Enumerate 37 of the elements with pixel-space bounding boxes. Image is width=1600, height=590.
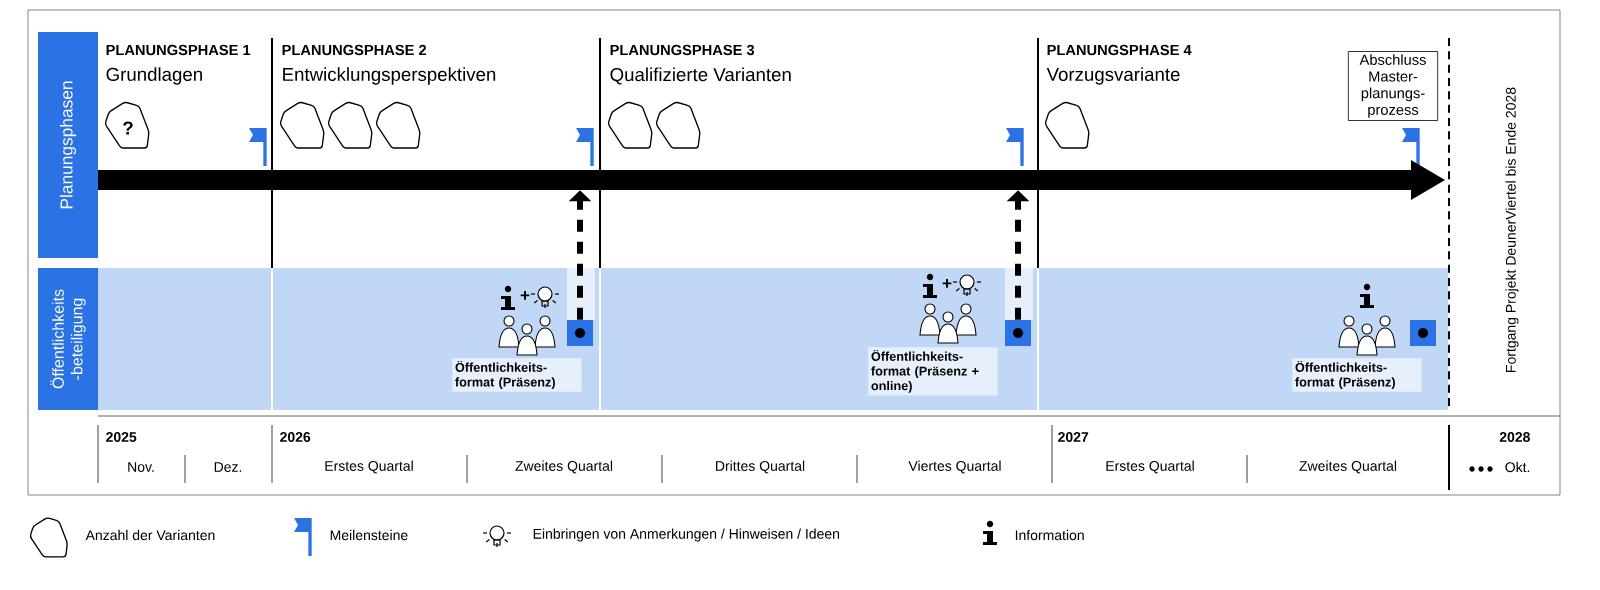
period-label: Zweites Quartal	[515, 460, 613, 474]
year-label: 2026	[280, 432, 311, 442]
event-marker	[1410, 320, 1436, 346]
plus-sign: +	[520, 290, 530, 300]
period-label: Dez.	[214, 462, 242, 472]
period-label: Zweites Quartal	[1299, 460, 1397, 474]
plus-sign: +	[942, 278, 952, 288]
year-label: 2028	[1499, 432, 1530, 442]
year-label: 2025	[106, 432, 137, 442]
lane-label: Planungsphasen	[38, 32, 98, 258]
phase-number: PLANUNGSPHASE 4	[1047, 44, 1192, 56]
note-box: Abschluss Master- planungs- prozess	[1347, 51, 1439, 121]
event-label: Öffentlichkeits- format (Präsenz + online)	[868, 347, 998, 396]
year-label: 2027	[1058, 432, 1089, 442]
phase-number: PLANUNGSPHASE 3	[610, 44, 755, 56]
event-marker	[1005, 320, 1031, 346]
period-label: Viertes Quartal	[908, 460, 1001, 474]
period-label: Erstes Quartal	[1106, 460, 1194, 474]
period-label: Erstes Quartal	[325, 460, 413, 474]
event-marker	[567, 320, 593, 346]
legend-label: Meilensteine	[330, 529, 408, 541]
legend-label: Information	[1015, 529, 1084, 541]
phase-number: PLANUNGSPHASE 2	[282, 44, 427, 56]
event-label: Öffentlichkeits- format (Präsenz)	[1292, 358, 1422, 392]
side-note: Fortgang Projekt DeunerViertel bis Ende 2028	[1505, 87, 1519, 372]
lane-label: Öffentlichkeits -beteiligung	[38, 268, 98, 410]
question-mark: ?	[123, 121, 133, 135]
period-label: Okt.	[1505, 461, 1530, 473]
phase-title: Vorzugsvariante	[1046, 67, 1180, 85]
event-label: Öffentlichkeits- format (Präsenz)	[452, 358, 582, 392]
timeline	[98, 160, 1445, 200]
legend-label: Anzahl der Varianten	[85, 529, 215, 541]
phase-title: Qualifizierte Varianten	[610, 67, 791, 85]
legend-label: Einbringen von Anmerkungen / Hinweisen / Ideen	[533, 528, 840, 542]
period-label: Drittes Quartal	[716, 460, 805, 474]
period-label: Nov.	[128, 462, 154, 472]
phase-title: Entwicklungsperspektiven	[283, 67, 496, 85]
